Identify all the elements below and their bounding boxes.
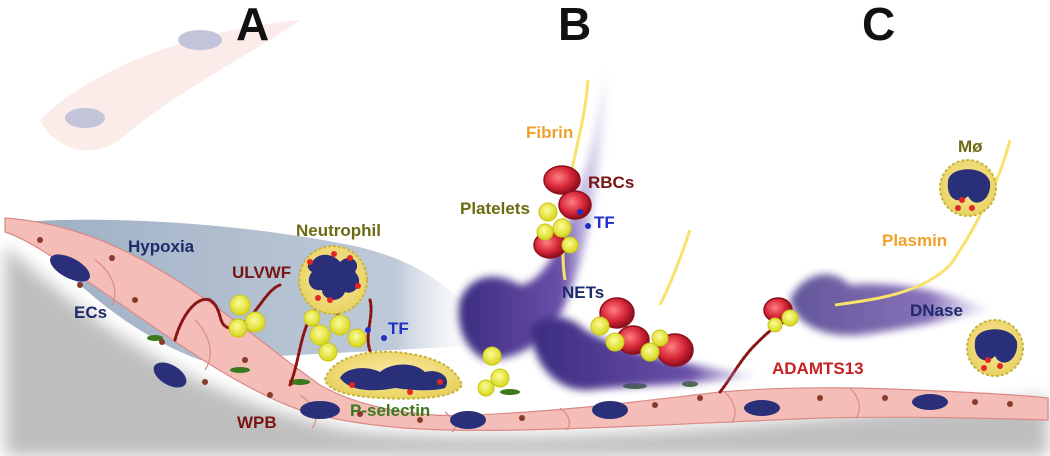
ec-nucleus — [912, 394, 948, 410]
macrophage-top — [939, 159, 997, 217]
hypoxia-region — [20, 219, 490, 360]
label-hypoxia: Hypoxia — [128, 237, 195, 256]
ec-nucleus — [450, 411, 486, 429]
label-adamts13: ADAMTS13 — [772, 359, 864, 378]
tf-dots-b — [577, 209, 591, 229]
label-rbcs: RBCs — [588, 173, 634, 192]
label-nets: NETs — [562, 283, 604, 302]
panel-letter-b: B — [558, 0, 591, 50]
label-ecs: ECs — [74, 303, 107, 322]
label-wpb: WPB — [237, 413, 277, 432]
label-tf-b: TF — [594, 213, 615, 232]
panel-letter-c: C — [862, 0, 895, 50]
ec-nucleus — [744, 400, 780, 416]
label-fibrin: Fibrin — [526, 123, 573, 142]
label-mo: Mø — [958, 137, 983, 156]
neutrophil — [298, 245, 368, 315]
adherent-neutrophil-aggregate — [323, 350, 464, 400]
ec-nucleus — [300, 401, 340, 419]
label-dnase: DNase — [910, 301, 963, 320]
endothelium — [4, 217, 1049, 433]
tf-dots-a — [365, 327, 387, 341]
platelet-cluster-b — [477, 202, 669, 397]
label-neutrophil: Neutrophil — [296, 221, 381, 240]
label-plasmin: Plasmin — [882, 231, 947, 250]
platelet-cluster-c — [767, 309, 799, 333]
platelet-cluster-a — [303, 309, 367, 362]
faded-endothelial-cell — [40, 20, 300, 151]
label-tf-a: TF — [388, 319, 409, 338]
label-p-selectin: P-selectin — [350, 401, 430, 420]
label-platelets: Platelets — [460, 199, 530, 218]
ec-nucleus — [592, 401, 628, 419]
panel-letter-a: A — [236, 0, 269, 50]
ec-nucleus — [153, 362, 187, 388]
ec-nucleus — [50, 254, 90, 282]
macrophage-bottom — [966, 319, 1024, 377]
label-ulvwf: ULVWF — [232, 263, 291, 282]
endothelium-shadow — [5, 245, 1048, 456]
platelet-cluster-a-strand — [228, 294, 266, 338]
